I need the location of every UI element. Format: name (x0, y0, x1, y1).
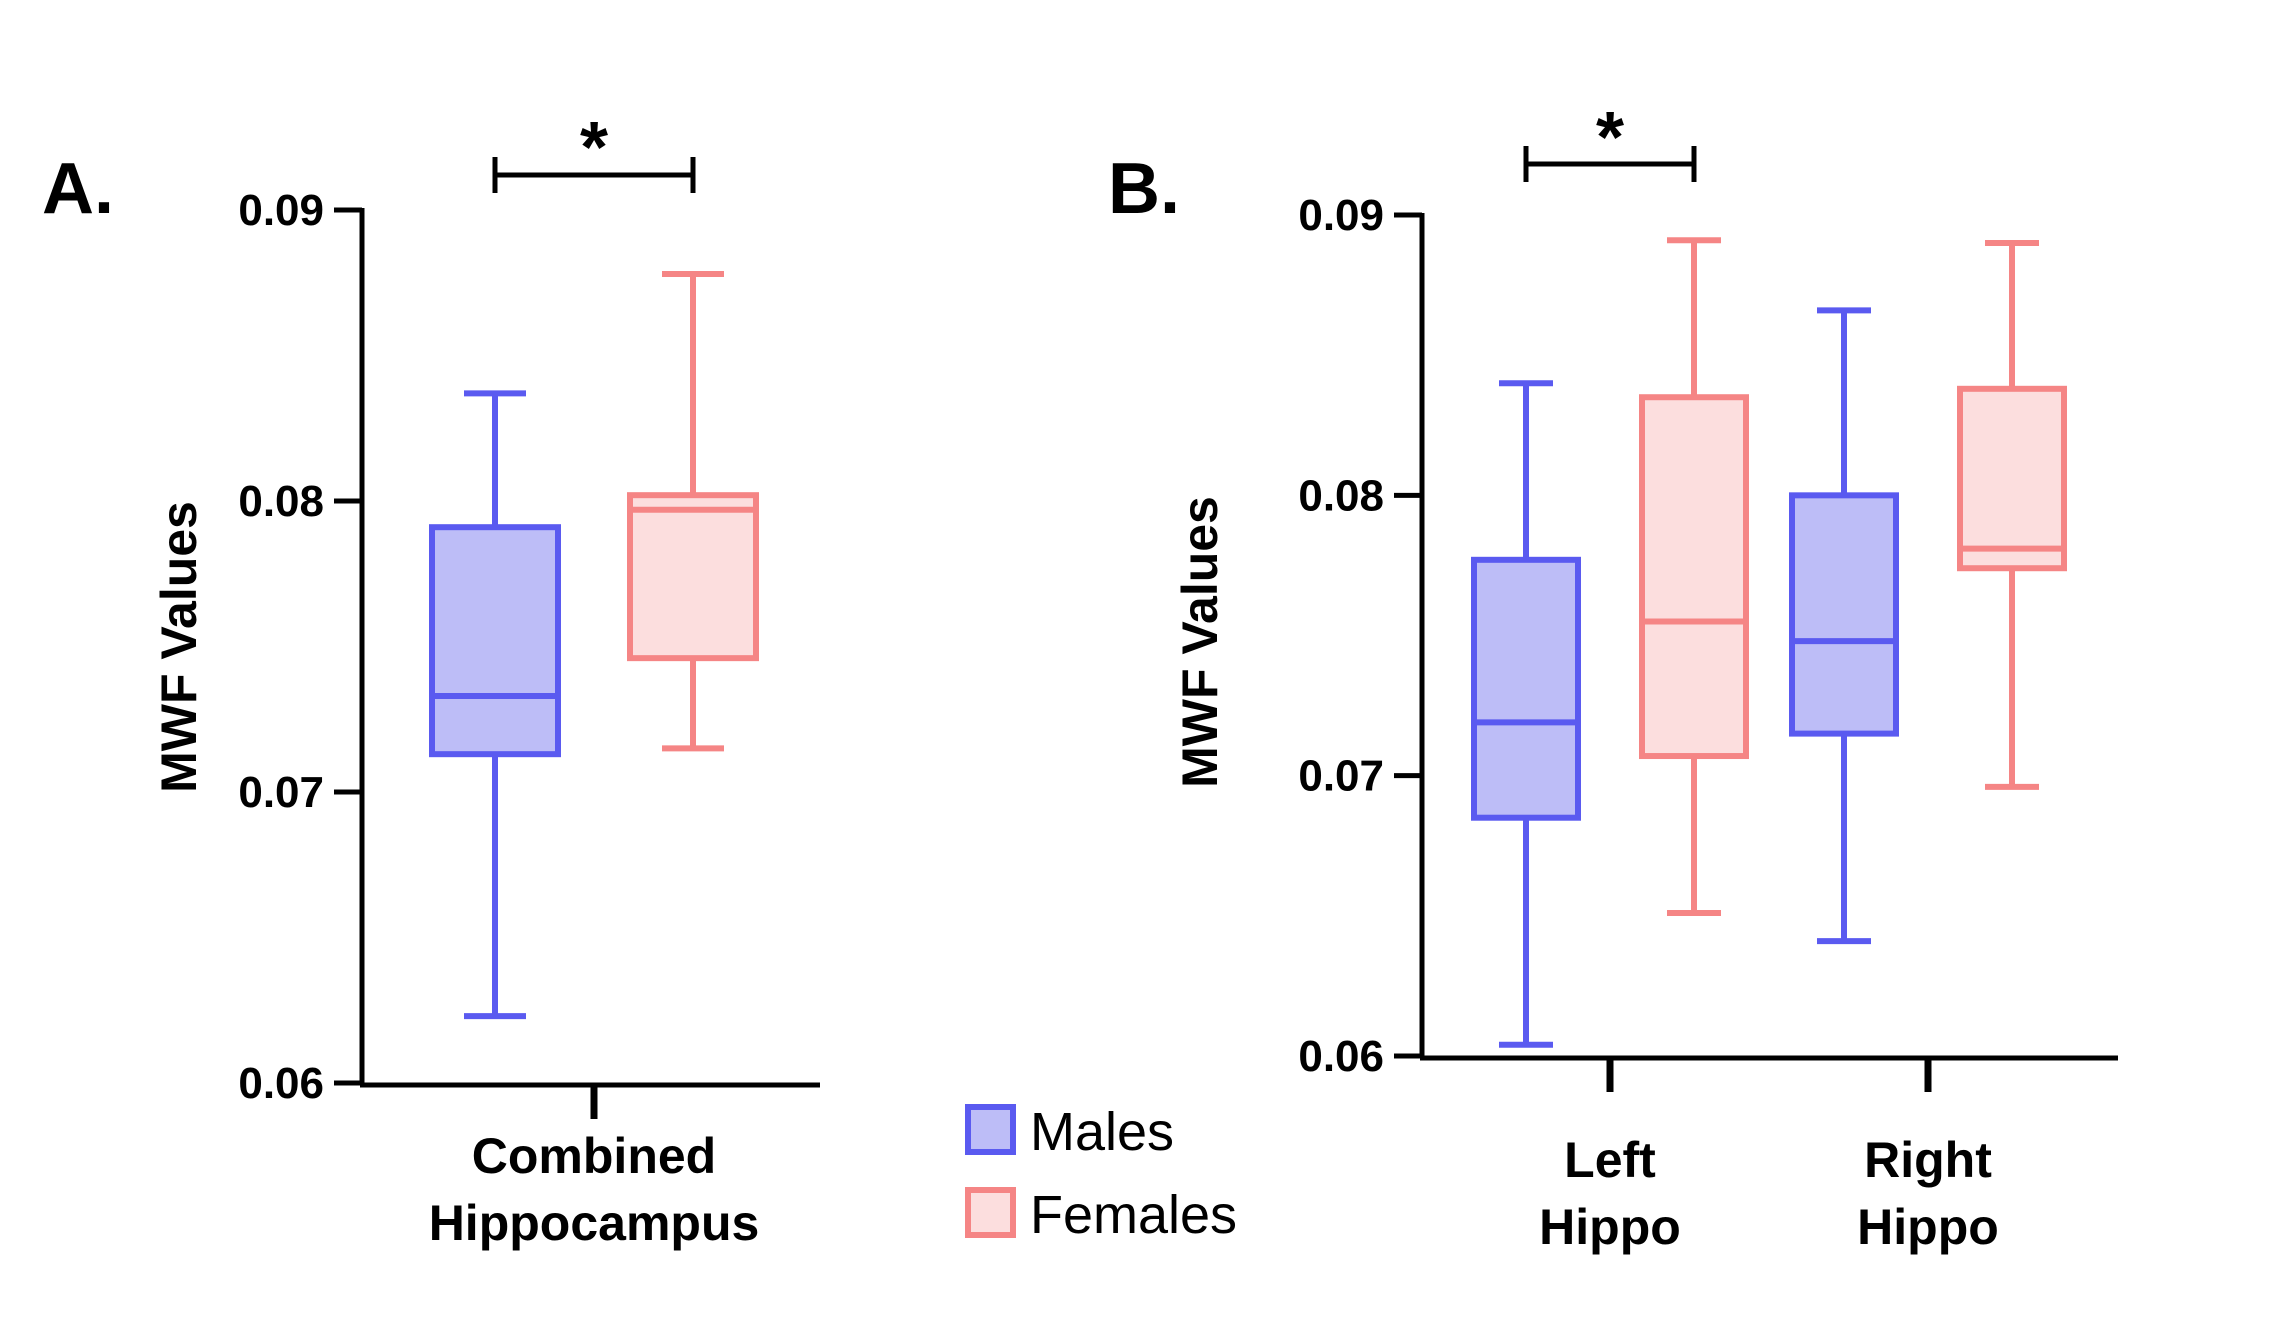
panel-b-x-tick-label: Left (1564, 1132, 1656, 1188)
panel-b-x-tick-label: Hippo (1857, 1199, 1999, 1255)
panel-b-y-tick-label: 0.06 (1298, 1032, 1384, 1081)
panel-b-box-females-0 (1639, 237, 1749, 917)
box-iqr (627, 492, 759, 662)
panel-b-label: B. (1108, 149, 1180, 229)
panel-b-y-axis-title: MWF Values (1172, 496, 1228, 788)
panel-a-label: A. (42, 149, 114, 229)
panel-b-y-tick-label: 0.08 (1298, 471, 1384, 520)
significance-star: * (580, 108, 608, 188)
legend-label-males: Males (1030, 1102, 1174, 1162)
panel-a-y-tick-label: 0.09 (238, 186, 324, 235)
legend-label-females: Females (1030, 1185, 1237, 1245)
box-iqr (1789, 492, 1899, 737)
panel-b-significance: * (1523, 98, 1697, 182)
box-iqr (429, 524, 561, 758)
box-iqr (1957, 385, 2067, 572)
panel-b-x-tick-label: Right (1864, 1132, 1992, 1188)
panel-b-x-tick-label: Hippo (1539, 1199, 1681, 1255)
panel-a-x-tick-label: Combined (472, 1128, 716, 1184)
legend-swatch-males (965, 1104, 1016, 1155)
panel-b-box-males-1 (1789, 307, 1899, 945)
legend-swatch-females (965, 1187, 1016, 1238)
box-iqr (1639, 394, 1749, 760)
significance-star: * (1596, 98, 1624, 178)
panel-b-y-tick-label: 0.09 (1298, 191, 1384, 240)
panel-a-y-tick-label: 0.07 (238, 768, 324, 817)
legend: Males Females (965, 1102, 1237, 1245)
panel-a-y-tick-label: 0.06 (238, 1059, 324, 1108)
panel-b-y-tick-label: 0.07 (1298, 752, 1384, 801)
panel-a-significance: * (492, 108, 696, 193)
panel-a-box-males-0 (429, 390, 561, 1020)
panel-a-y-axis-title: MWF Values (151, 501, 207, 793)
panel-a: A. MWF Values 0.06 0.07 0.08 0.09CombinedHi… (42, 108, 820, 1251)
panel-a-y-tick-label: 0.08 (238, 477, 324, 526)
panel-a-x-tick-label: Hippocampus (429, 1195, 760, 1251)
panel-a-box-females-0 (627, 271, 759, 752)
panel-b-box-males-0 (1471, 380, 1581, 1048)
box-iqr (1471, 556, 1581, 821)
panel-b-box-females-1 (1957, 240, 2067, 790)
